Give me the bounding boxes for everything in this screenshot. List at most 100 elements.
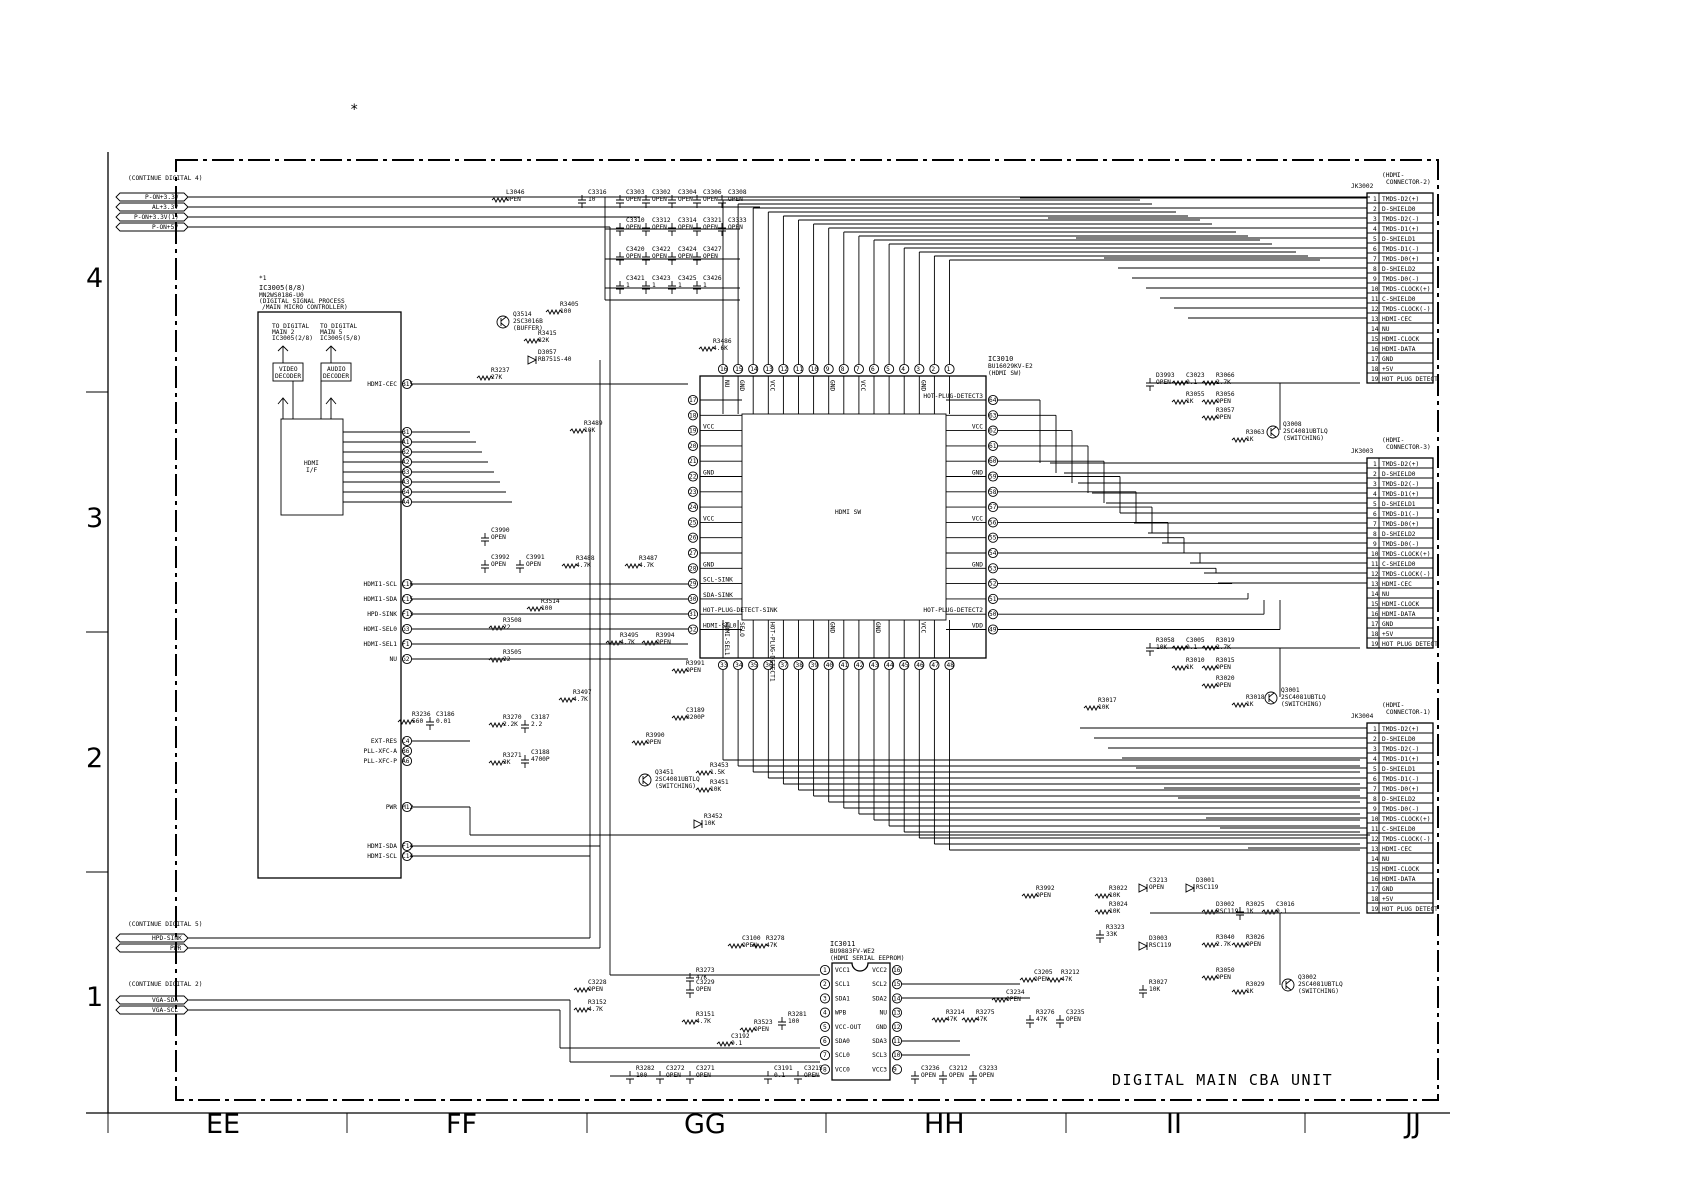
ic3011-pin-number: 9 [893,1066,897,1073]
component-ref: C3427 [703,246,722,253]
connector-pin-name: HOT PLUG DETECT [1382,906,1438,913]
ic3010-left-pin [687,609,699,620]
component-ref: R3017 [1098,697,1117,704]
ic3011-pin-number: 13 [893,1010,901,1017]
ic3005-pin-name: HDMI-CEC [367,381,397,388]
connector-pin-number: 19 [1371,641,1379,648]
component-ref: R3487 [639,555,658,562]
ic3010-bottom-pin [868,659,880,671]
capacitor-symbol [939,1071,947,1084]
wiring [412,196,1370,1077]
ic3010-pin-number: 31 [689,611,697,618]
ic3010-pin-name: SDA-SINK [703,592,733,599]
off-page-signal: P-ON+3.3V(1) [134,214,179,221]
connector-pin-number: 12 [1371,306,1379,313]
ic3010-left-pin [687,502,699,513]
resistor-symbol [1231,436,1249,444]
capacitor-symbol [668,195,676,208]
off-page-digital2: (CONTINUE DIGITAL 2) VGA-SDA VGA-SCL [115,981,203,1015]
component-ref: R3991 [686,660,705,667]
resistor-symbol [488,656,506,664]
capacitor-symbol [718,223,726,236]
capacitor-symbol [1096,930,1104,943]
capacitor-symbol [616,195,624,208]
ic3010-bottom-pin [748,659,759,671]
ic3010-left-pin [687,563,699,574]
ic3005-pin-number: B15 [402,381,413,388]
ic3010-pin-name: GND [874,622,881,633]
resistor-symbol [1201,974,1219,982]
audio-decoder-label: DECODER [323,373,349,380]
component-ref: R3050 [1216,967,1235,974]
connector-pin-number: 4 [1373,226,1377,233]
ic3010-pin-number: 41 [841,662,849,669]
ic3010-pin-number: 52 [989,581,997,588]
component-ref: R3323 [1106,924,1125,931]
component-ref: C3236 [921,1065,940,1072]
connector-pin-name: C-SHIELD0 [1382,826,1416,833]
component-value: OPEN [652,253,667,260]
ic3011-right-pin [891,993,903,1004]
ic3005-note: MAIN 5 [320,329,343,336]
component-value: 1 [626,282,630,289]
capacitor-symbol [578,195,586,208]
ic3010-right-pin [987,456,999,467]
component-value: OPEN [656,639,671,646]
video-decoder-label: VIDEO [279,366,298,373]
component-value: OPEN [1156,379,1171,386]
resistor-symbol [1083,704,1101,712]
off-page-digital5-label: (CONTINUE DIGITAL 5) [128,921,203,928]
ic3010-pin-number: 42 [856,662,864,669]
connector-ref: JK3003 [1351,448,1374,455]
component-value: OPEN [666,1072,681,1079]
ic3005-pin [401,850,413,862]
component-value: 100 [636,1072,647,1079]
component-value: OPEN [1246,941,1261,948]
connector-pin-name: HOT PLUG DETECT [1382,641,1438,648]
component-ref: C3992 [491,554,510,561]
component-ref: C3990 [491,527,510,534]
connector-pin-name: D-SHIELD1 [1382,501,1416,508]
ic3010-pin-number: 26 [689,535,697,542]
component-value: 2.7K [1216,941,1231,948]
capacitor-symbol [481,533,489,546]
component-value: 47K [946,1016,957,1023]
connector-pin-name: C-SHIELD0 [1382,296,1416,303]
ic3011-pin-number: 8 [823,1066,827,1073]
component-value: 4.7K [620,639,635,646]
component-ref: R3214 [946,1009,965,1016]
ic3005-part: MN2WS0186-U0 [259,292,304,299]
ic3010-pin-number: 32 [689,627,697,634]
capacitor-symbol [693,281,701,294]
ic3010-pin-number: 49 [989,627,997,634]
row-label-3: 3 [86,503,103,534]
connector-pin-number: 12 [1371,836,1379,843]
component-value: 2.2K [503,721,518,728]
ic3010-pin-name: GND [703,470,714,477]
component-value: 27K [491,374,502,381]
ic3010-bottom-pin [914,659,925,671]
ic3010-left-pin [687,410,699,421]
ic3011-right-pin [891,1064,903,1075]
connector-pin-number: 11 [1371,826,1379,833]
ic3010-pin-number: 38 [796,662,804,669]
ic3011-right-pin [891,1021,903,1032]
component-ref: R3497 [573,689,592,696]
ic3005-pins: B15HDMI-CECB1A1B2A2B3A3B4A4C16HDMI1-SCLC… [343,378,413,862]
component-ref: C3189 [686,707,705,714]
component-ref: C3420 [626,246,645,253]
ic3005-note: IC3005(2/8) [272,335,313,342]
component-ref: R3282 [636,1065,655,1072]
component-ref: C3023 [1186,372,1205,379]
component-value: 4.7K [696,1018,711,1025]
resistor-symbol [605,639,623,647]
ic3010-pin-number: 64 [989,397,997,404]
component-value: 22 [503,656,511,663]
off-page-arrow [115,995,189,1005]
capacitor-symbol [1139,985,1147,998]
connector-pin-name: HOT PLUG DETECT [1382,376,1438,383]
ic3010-pin-number: 13 [765,366,773,373]
component-ref: R3029 [1246,981,1265,988]
ic3010-pin-number: 20 [689,443,697,450]
ic3011-pin-name: SCL0 [835,1052,850,1059]
